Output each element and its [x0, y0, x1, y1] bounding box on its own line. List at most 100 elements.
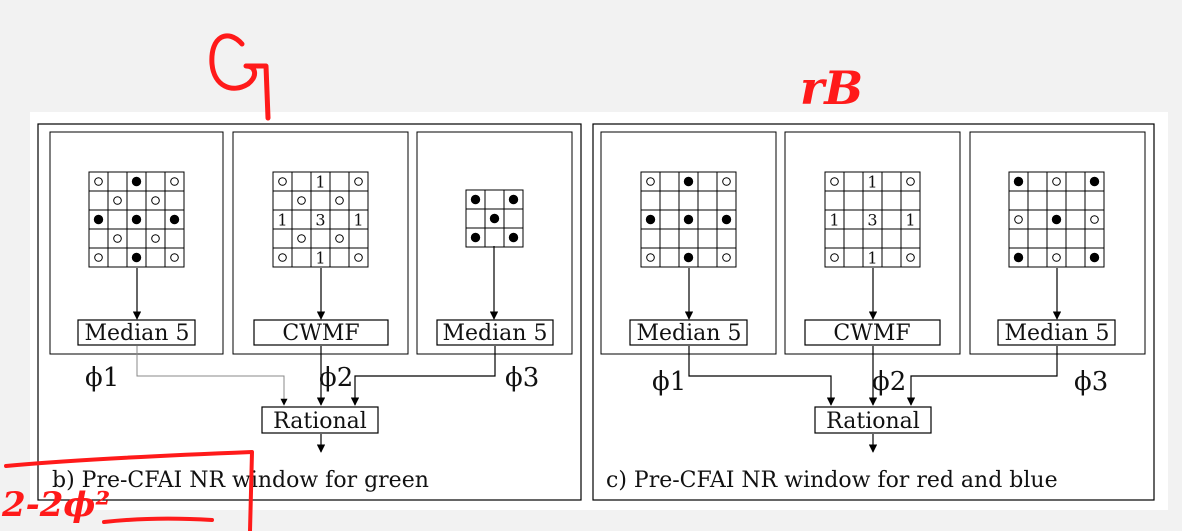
grid-arrows [132, 246, 1062, 320]
hollow-pixel-dot [354, 253, 363, 262]
phi-label-green-1: ϕ1 [85, 363, 119, 393]
grid-cell [697, 247, 718, 268]
hollow-pixel-dot [170, 177, 179, 186]
filter-label-green-1: Median 5 [85, 321, 190, 346]
filled-pixel-dot [1051, 214, 1062, 225]
grid-cell [107, 247, 128, 268]
filter-label-rb-3: Median 5 [1005, 321, 1110, 346]
weight-value: 3 [867, 211, 877, 230]
hollow-pixel-dot [906, 253, 915, 262]
hollow-pixel-dot [1090, 215, 1099, 224]
grid-cell [348, 190, 369, 211]
grid-cell [145, 171, 166, 192]
filled-pixel-dot [470, 232, 481, 243]
grid-cell [659, 228, 680, 249]
grid-cell [716, 190, 737, 211]
grid-cell [1046, 190, 1067, 211]
grid-cell [1065, 228, 1086, 249]
rational-label-rb: Rational [826, 409, 920, 434]
hollow-pixel-dot [335, 196, 344, 205]
grid-cell [1027, 228, 1048, 249]
grid-cell [1027, 209, 1048, 230]
grid-cell [678, 228, 699, 249]
grid-cell [1065, 247, 1086, 268]
filled-pixel-dot [683, 214, 694, 225]
grid-cell [484, 227, 505, 248]
hollow-pixel-dot [297, 196, 306, 205]
filter-label-green-3: Median 5 [443, 321, 548, 346]
weight-value: 1 [867, 249, 877, 268]
grid-cell [107, 171, 128, 192]
grid-cell [291, 171, 312, 192]
grid-cell [1084, 228, 1105, 249]
grid-cell [1027, 190, 1048, 211]
grid-cell [329, 247, 350, 268]
grid-cell [881, 247, 902, 268]
grid-cell [272, 228, 293, 249]
phi-label-green-3: ϕ3 [505, 363, 539, 393]
grid-cell [659, 247, 680, 268]
grid-cell [716, 228, 737, 249]
grid-cell [862, 190, 883, 211]
weight-value: 3 [315, 211, 325, 230]
grid-cell [484, 189, 505, 210]
filled-pixel-dot [508, 194, 519, 205]
annotation-right-label: rB [800, 61, 863, 115]
hollow-pixel-dot [335, 234, 344, 243]
grid-green-median [88, 171, 185, 268]
grid-cell [348, 228, 369, 249]
filter-label-green-2: CWMF [282, 321, 359, 346]
rational-box-rb [814, 406, 932, 434]
grid-cell [640, 228, 661, 249]
phi-label-rb-1: ϕ1 [652, 367, 686, 397]
hollow-pixel-dot [830, 253, 839, 262]
hollow-pixel-dot [354, 177, 363, 186]
grid-cell [824, 190, 845, 211]
phi-label-rb-3: ϕ3 [1074, 367, 1108, 397]
filled-pixel-dot [683, 252, 694, 263]
grid-cell [697, 228, 718, 249]
annotation-bracket [4, 450, 254, 531]
hollow-pixel-dot [113, 234, 122, 243]
filled-pixel-dot [508, 232, 519, 243]
weight-value: 1 [905, 211, 915, 230]
hollow-pixel-dot [722, 177, 731, 186]
grid-cell [697, 190, 718, 211]
grid-cell [164, 190, 185, 211]
weight-value: 1 [829, 211, 839, 230]
grid-cell [843, 228, 864, 249]
annotation-underline [102, 516, 214, 524]
weight-value: 1 [277, 211, 287, 230]
grid-cell [465, 208, 486, 229]
grid-cell [145, 247, 166, 268]
hollow-pixel-dot [278, 253, 287, 262]
handwritten-annotations [4, 33, 271, 531]
grid-cell [659, 190, 680, 211]
grid-cell [1027, 247, 1048, 268]
filled-pixel-dot [1013, 176, 1024, 187]
weight-value: 1 [867, 173, 877, 192]
filter-boxes [77, 319, 1116, 346]
grid-cell [126, 228, 147, 249]
annotation-G-stroke [209, 33, 271, 121]
grid-cell [272, 190, 293, 211]
rational-box-green [261, 406, 379, 434]
filled-pixel-dot [1013, 252, 1024, 263]
hollow-pixel-dot [94, 177, 103, 186]
grid-cell [1008, 190, 1029, 211]
filled-pixel-dot [131, 176, 142, 187]
rational-label-green: Rational [273, 409, 367, 434]
filled-pixel-dot [645, 214, 656, 225]
grid-cell [697, 171, 718, 192]
grid-cell [1065, 209, 1086, 230]
hollow-pixel-dot [1052, 253, 1061, 262]
grid-cell [697, 209, 718, 230]
filter-label-rb-1: Median 5 [637, 321, 742, 346]
caption-green: b) Pre-CFAI NR window for green [52, 468, 429, 493]
filled-pixel-dot [131, 252, 142, 263]
hollow-pixel-dot [830, 177, 839, 186]
grid-cell [843, 190, 864, 211]
grid-rb-cwmf: 1 1 3 1 1 [824, 171, 921, 268]
